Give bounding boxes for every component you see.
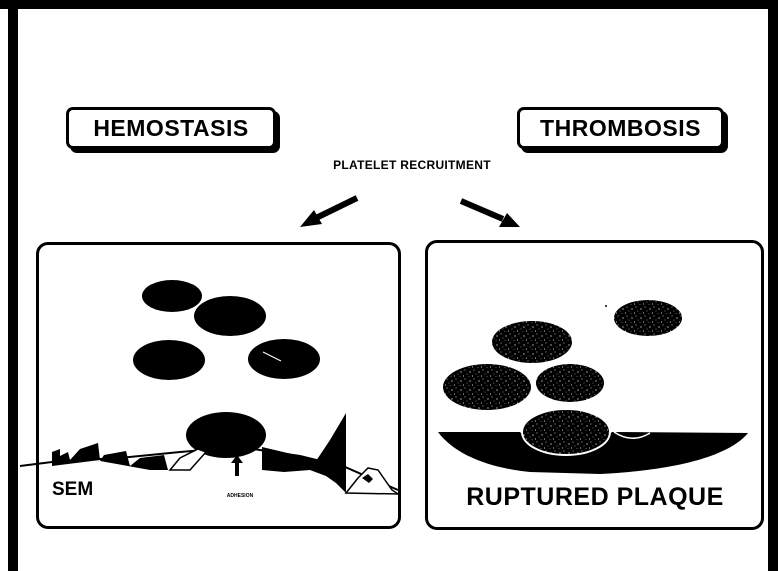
aggregated-platelet xyxy=(443,364,531,410)
arrow-to-hemostasis xyxy=(300,198,357,227)
arrow-to-thrombosis xyxy=(461,201,520,227)
platelet xyxy=(133,340,205,380)
adhesion-label: ADHESION xyxy=(210,493,270,499)
platelet xyxy=(248,339,320,379)
aggregated-platelet xyxy=(536,364,604,402)
dot-mark xyxy=(605,305,607,307)
platelet xyxy=(194,296,266,336)
adhesion-arrow xyxy=(231,455,243,476)
platelet xyxy=(142,280,202,312)
ruptured-plaque-label: RUPTURED PLAQUE xyxy=(440,483,750,512)
ruptured-plaque-shape xyxy=(438,409,748,474)
aggregated-platelet xyxy=(492,321,572,363)
sem-label: SEM xyxy=(52,479,93,501)
aggregated-platelet xyxy=(614,300,682,336)
